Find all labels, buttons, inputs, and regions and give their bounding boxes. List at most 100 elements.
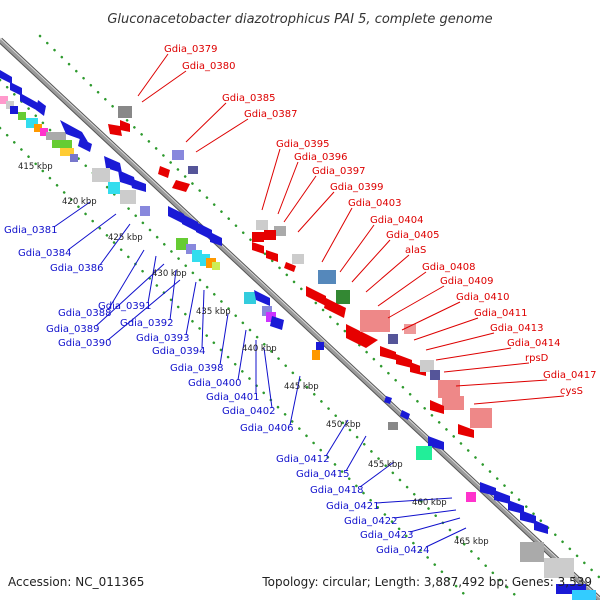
gene-feature[interactable] (416, 446, 432, 460)
gene-feature[interactable] (140, 206, 150, 216)
gene-feature[interactable] (306, 286, 326, 306)
gene-feature[interactable] (384, 396, 392, 404)
gene-feature[interactable] (60, 120, 88, 142)
gene-feature[interactable] (244, 292, 256, 304)
gene-feature[interactable] (442, 396, 464, 410)
forward-gene-label[interactable]: Gdia_0387 (244, 109, 297, 120)
gene-feature[interactable] (92, 168, 110, 182)
reverse-gene-label[interactable]: Gdia_0415 (296, 469, 349, 480)
reverse-gene-label[interactable]: Gdia_0423 (360, 530, 413, 541)
gene-feature[interactable] (60, 148, 74, 156)
gene-feature[interactable] (188, 166, 198, 174)
reverse-gene-label[interactable]: Gdia_0418 (310, 485, 363, 496)
reverse-gene-label[interactable]: Gdia_0381 (4, 225, 57, 236)
gene-feature[interactable] (172, 150, 184, 160)
reverse-gene-label[interactable]: Gdia_0392 (120, 318, 173, 329)
gene-feature[interactable] (466, 492, 476, 502)
gene-feature[interactable] (336, 290, 350, 304)
forward-gene-label[interactable]: rpsD (525, 353, 549, 364)
gene-feature[interactable] (396, 354, 412, 368)
forward-gene-label[interactable]: Gdia_0395 (276, 139, 329, 150)
gene-feature[interactable] (470, 408, 492, 428)
gene-feature[interactable] (0, 96, 8, 104)
gene-feature[interactable] (360, 310, 390, 332)
gene-feature[interactable] (270, 316, 284, 330)
gene-feature[interactable] (34, 124, 42, 132)
gene-feature[interactable] (20, 93, 38, 111)
forward-gene-label[interactable]: Gdia_0411 (474, 308, 527, 319)
gene-feature[interactable] (266, 250, 278, 262)
forward-gene-label[interactable]: Gdia_0413 (490, 323, 543, 334)
gene-feature[interactable] (108, 182, 120, 194)
reverse-gene-label[interactable]: Gdia_0421 (326, 501, 379, 512)
gene-feature[interactable] (176, 238, 188, 250)
gene-feature[interactable] (210, 232, 222, 246)
forward-gene-label[interactable]: Gdia_0397 (312, 166, 365, 177)
gene-feature[interactable] (252, 242, 264, 254)
gene-feature[interactable] (6, 101, 14, 109)
forward-gene-label[interactable]: Gdia_0408 (422, 262, 475, 273)
forward-gene-label[interactable]: Gdia_0405 (386, 230, 439, 241)
gene-feature[interactable] (0, 70, 12, 84)
gene-feature[interactable] (318, 270, 336, 284)
forward-gene-label[interactable]: Gdia_0399 (330, 182, 383, 193)
gene-feature[interactable] (520, 542, 544, 562)
gene-feature[interactable] (380, 346, 396, 360)
gene-feature[interactable] (196, 222, 212, 240)
gene-feature[interactable] (10, 106, 18, 114)
gene-feature[interactable] (36, 100, 46, 116)
gene-feature[interactable] (212, 262, 220, 270)
gene-feature[interactable] (458, 424, 474, 438)
gene-feature[interactable] (544, 558, 574, 578)
gene-feature[interactable] (172, 180, 190, 192)
forward-gene-label[interactable]: Gdia_0380 (182, 61, 235, 72)
reverse-gene-label[interactable]: Gdia_0384 (18, 248, 71, 259)
gene-feature[interactable] (118, 106, 132, 118)
gene-feature[interactable] (120, 190, 136, 204)
gene-feature[interactable] (324, 298, 346, 318)
reverse-gene-label[interactable]: Gdia_0424 (376, 545, 429, 556)
gene-feature[interactable] (438, 380, 460, 398)
reverse-gene-label[interactable]: Gdia_0394 (152, 346, 205, 357)
forward-gene-label[interactable]: Gdia_0385 (222, 93, 275, 104)
forward-gene-label[interactable]: Gdia_0414 (507, 338, 560, 349)
gene-feature[interactable] (108, 124, 122, 136)
reverse-gene-label[interactable]: Gdia_0393 (136, 333, 189, 344)
gene-feature[interactable] (292, 254, 304, 264)
gene-feature[interactable] (256, 220, 268, 230)
gene-feature[interactable] (78, 138, 92, 152)
reverse-gene-label[interactable]: Gdia_0390 (58, 338, 111, 349)
gene-feature[interactable] (26, 118, 38, 128)
gene-feature[interactable] (130, 178, 146, 192)
gene-feature[interactable] (388, 422, 398, 430)
reverse-gene-label[interactable]: Gdia_0402 (222, 406, 275, 417)
gene-feature[interactable] (264, 230, 276, 240)
reverse-gene-label[interactable]: Gdia_0389 (46, 324, 99, 335)
gene-feature[interactable] (52, 140, 72, 148)
gene-feature[interactable] (200, 254, 210, 266)
reverse-gene-label[interactable]: Gdia_0401 (206, 392, 259, 403)
forward-gene-label[interactable]: Gdia_0417 (543, 370, 596, 381)
gene-feature[interactable] (420, 360, 434, 372)
gene-feature[interactable] (534, 520, 548, 534)
gene-feature[interactable] (70, 154, 78, 162)
forward-gene-label[interactable]: Gdia_0409 (440, 276, 493, 287)
gene-feature[interactable] (40, 128, 48, 136)
gene-feature[interactable] (410, 362, 426, 376)
reverse-gene-label[interactable]: Gdia_0386 (50, 263, 103, 274)
gene-feature[interactable] (572, 590, 596, 600)
gene-feature[interactable] (494, 490, 510, 504)
gene-feature[interactable] (520, 510, 536, 524)
gene-feature[interactable] (346, 324, 378, 348)
reverse-gene-label[interactable]: Gdia_0406 (240, 423, 293, 434)
gene-feature[interactable] (404, 324, 416, 334)
forward-gene-label[interactable]: Gdia_0396 (294, 152, 347, 163)
gene-feature[interactable] (316, 342, 324, 350)
gene-feature[interactable] (430, 400, 444, 414)
gene-feature[interactable] (158, 166, 170, 178)
gene-feature[interactable] (10, 82, 22, 96)
gene-feature[interactable] (254, 290, 270, 306)
gene-feature[interactable] (312, 350, 320, 360)
forward-gene-label[interactable]: Gdia_0410 (456, 292, 509, 303)
forward-gene-label[interactable]: Gdia_0403 (348, 198, 401, 209)
